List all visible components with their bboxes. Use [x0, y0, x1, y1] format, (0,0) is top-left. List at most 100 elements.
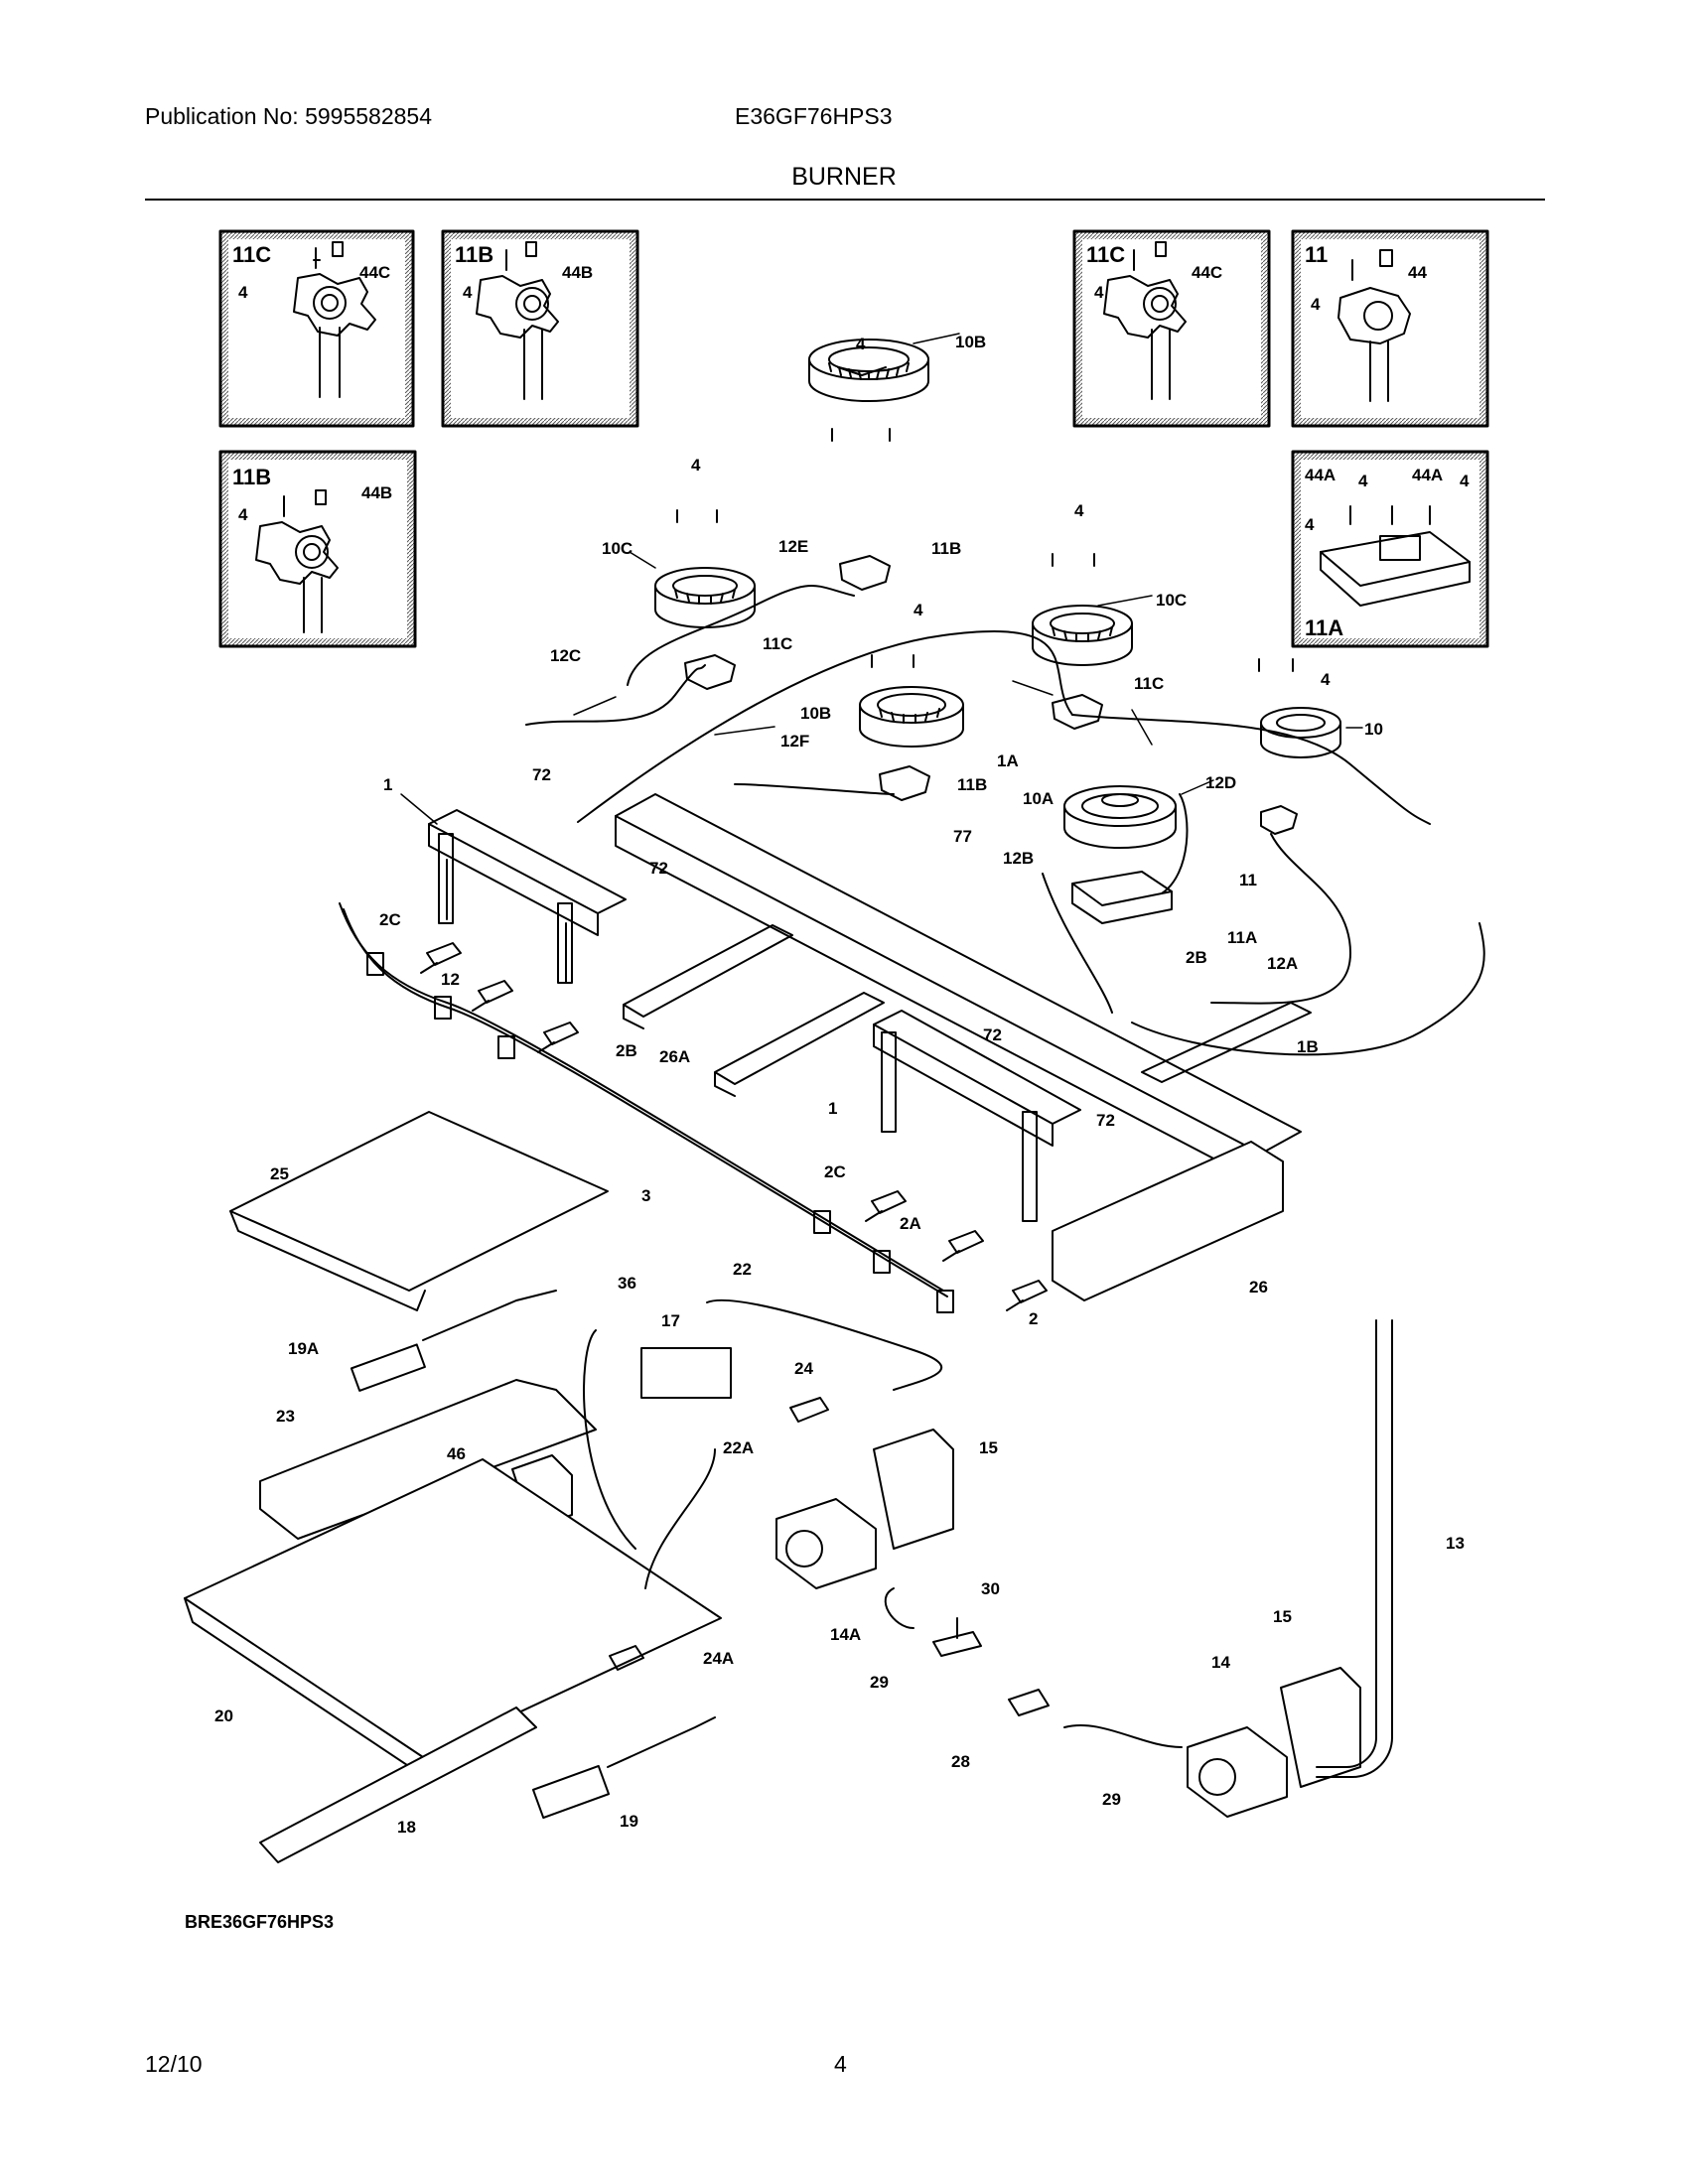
callout: 10A — [1023, 789, 1054, 808]
callout: 11C — [1134, 674, 1164, 693]
callout: 19 — [620, 1812, 638, 1831]
callout: 24A — [703, 1649, 734, 1668]
callout: 4 — [914, 601, 923, 619]
valve-2 — [1006, 1280, 1048, 1311]
page-number: 4 — [834, 2051, 847, 2077]
callout: 77 — [953, 827, 972, 846]
callout: 2C — [824, 1162, 846, 1181]
callout: 4 — [238, 283, 248, 302]
hose-29-b — [1063, 1724, 1183, 1748]
valve-17 — [640, 1347, 732, 1399]
inset-box-11c-right — [1072, 229, 1271, 428]
callout: 4 — [1358, 472, 1368, 490]
burner-10c-top-left — [654, 567, 756, 628]
burner-10a — [1063, 785, 1177, 849]
gas-tube-12e — [627, 585, 855, 686]
manifold-rail-left — [428, 809, 627, 984]
callout: 13 — [1446, 1534, 1465, 1553]
callout: 44A — [1305, 466, 1336, 484]
callout: 10C — [1156, 591, 1187, 610]
bake-igniter-19a — [350, 1290, 557, 1392]
tube-36 — [583, 1329, 636, 1550]
callout: 2B — [1186, 948, 1207, 967]
callout: 29 — [870, 1673, 889, 1692]
callout: 1B — [1297, 1037, 1319, 1056]
callout: 10C — [602, 539, 633, 558]
callout: 15 — [1273, 1607, 1292, 1626]
burner-base-11b-center — [879, 765, 930, 801]
burner-base-11 — [1260, 805, 1298, 835]
callout: 10 — [1364, 720, 1383, 739]
callout: 44B — [562, 263, 593, 282]
callout: 20 — [214, 1706, 233, 1725]
callout: 2A — [900, 1214, 921, 1233]
tube-22 — [706, 1298, 942, 1391]
callout: 44A — [1412, 466, 1443, 484]
inset-label: 11B — [455, 242, 493, 267]
callout: 22A — [723, 1438, 754, 1457]
callout: 46 — [447, 1444, 466, 1463]
callout: 11A — [1227, 928, 1257, 947]
manifold-rail-right — [873, 1010, 1081, 1222]
callout: 72 — [983, 1025, 1002, 1044]
callout: 12D — [1205, 773, 1236, 792]
bake-burner-23 — [259, 1379, 597, 1540]
callout: 28 — [951, 1752, 970, 1771]
callout: 14A — [830, 1625, 861, 1644]
inset-box-11a — [1291, 450, 1489, 648]
callout: 12F — [780, 732, 809, 751]
fitting-28 — [1008, 1689, 1050, 1716]
callout: 12 — [441, 970, 460, 989]
callout: 23 — [276, 1407, 295, 1426]
callout: 30 — [981, 1579, 1000, 1598]
bracket-26-upper — [1141, 1002, 1312, 1083]
inset-label: 11C — [1086, 242, 1125, 267]
callout: 18 — [397, 1818, 416, 1837]
inset-label: 11B — [232, 465, 271, 489]
callout: 4 — [1321, 670, 1331, 689]
leader-lines — [400, 333, 1363, 825]
callout: 44B — [361, 483, 392, 502]
gas-tube-13 — [1316, 1319, 1393, 1778]
callout: 10B — [800, 704, 831, 723]
callout: 44 — [1408, 263, 1427, 282]
gas-tube-12c — [525, 664, 706, 726]
inset-box-11b-left — [441, 229, 639, 428]
bracket-26a-a — [623, 924, 793, 1029]
regulator-14 — [1187, 1726, 1288, 1818]
burner-base-11c-right — [1052, 694, 1103, 730]
callout: 29 — [1102, 1790, 1121, 1809]
model-number: E36GF76HPS3 — [735, 103, 893, 129]
burner-support-77 — [615, 793, 1302, 1184]
hose-29-a — [884, 1587, 914, 1629]
burner-10b-top — [808, 339, 929, 402]
callout: 4 — [1311, 295, 1321, 314]
orifice-24a — [609, 1645, 644, 1671]
footer-date: 12/10 — [145, 2051, 203, 2077]
callout: 44C — [1192, 263, 1222, 282]
callout: 72 — [532, 765, 551, 784]
broil-burner-18 — [259, 1706, 537, 1863]
orifice-24 — [789, 1397, 829, 1423]
callout: 72 — [1096, 1111, 1115, 1130]
callout: 12E — [778, 537, 808, 556]
gas-tube-upper-right — [1071, 714, 1431, 825]
wire-harness-3 — [339, 902, 944, 1292]
valve-2c-left — [420, 942, 462, 974]
gas-tube-12b — [1042, 873, 1113, 1014]
callout: 4 — [1305, 515, 1315, 534]
diagram-code: BRE36GF76HPS3 — [185, 1912, 335, 1932]
callout: 4 — [238, 505, 248, 524]
callout: 22 — [733, 1260, 752, 1279]
callout: 26 — [1249, 1278, 1268, 1297]
callout: 26A — [659, 1047, 690, 1066]
callout: 19A — [288, 1339, 319, 1358]
callout: 72 — [649, 859, 668, 878]
bracket-15-lower — [1280, 1667, 1361, 1788]
callout: 10B — [955, 333, 986, 351]
bracket-26a-b — [714, 992, 885, 1097]
gas-tube-1b — [1131, 922, 1485, 1056]
section-title: BURNER — [791, 163, 897, 191]
callout-labels: 11C 4 44C 11B 4 44B 11C 4 44C 11 4 44 11… — [214, 242, 1470, 1837]
